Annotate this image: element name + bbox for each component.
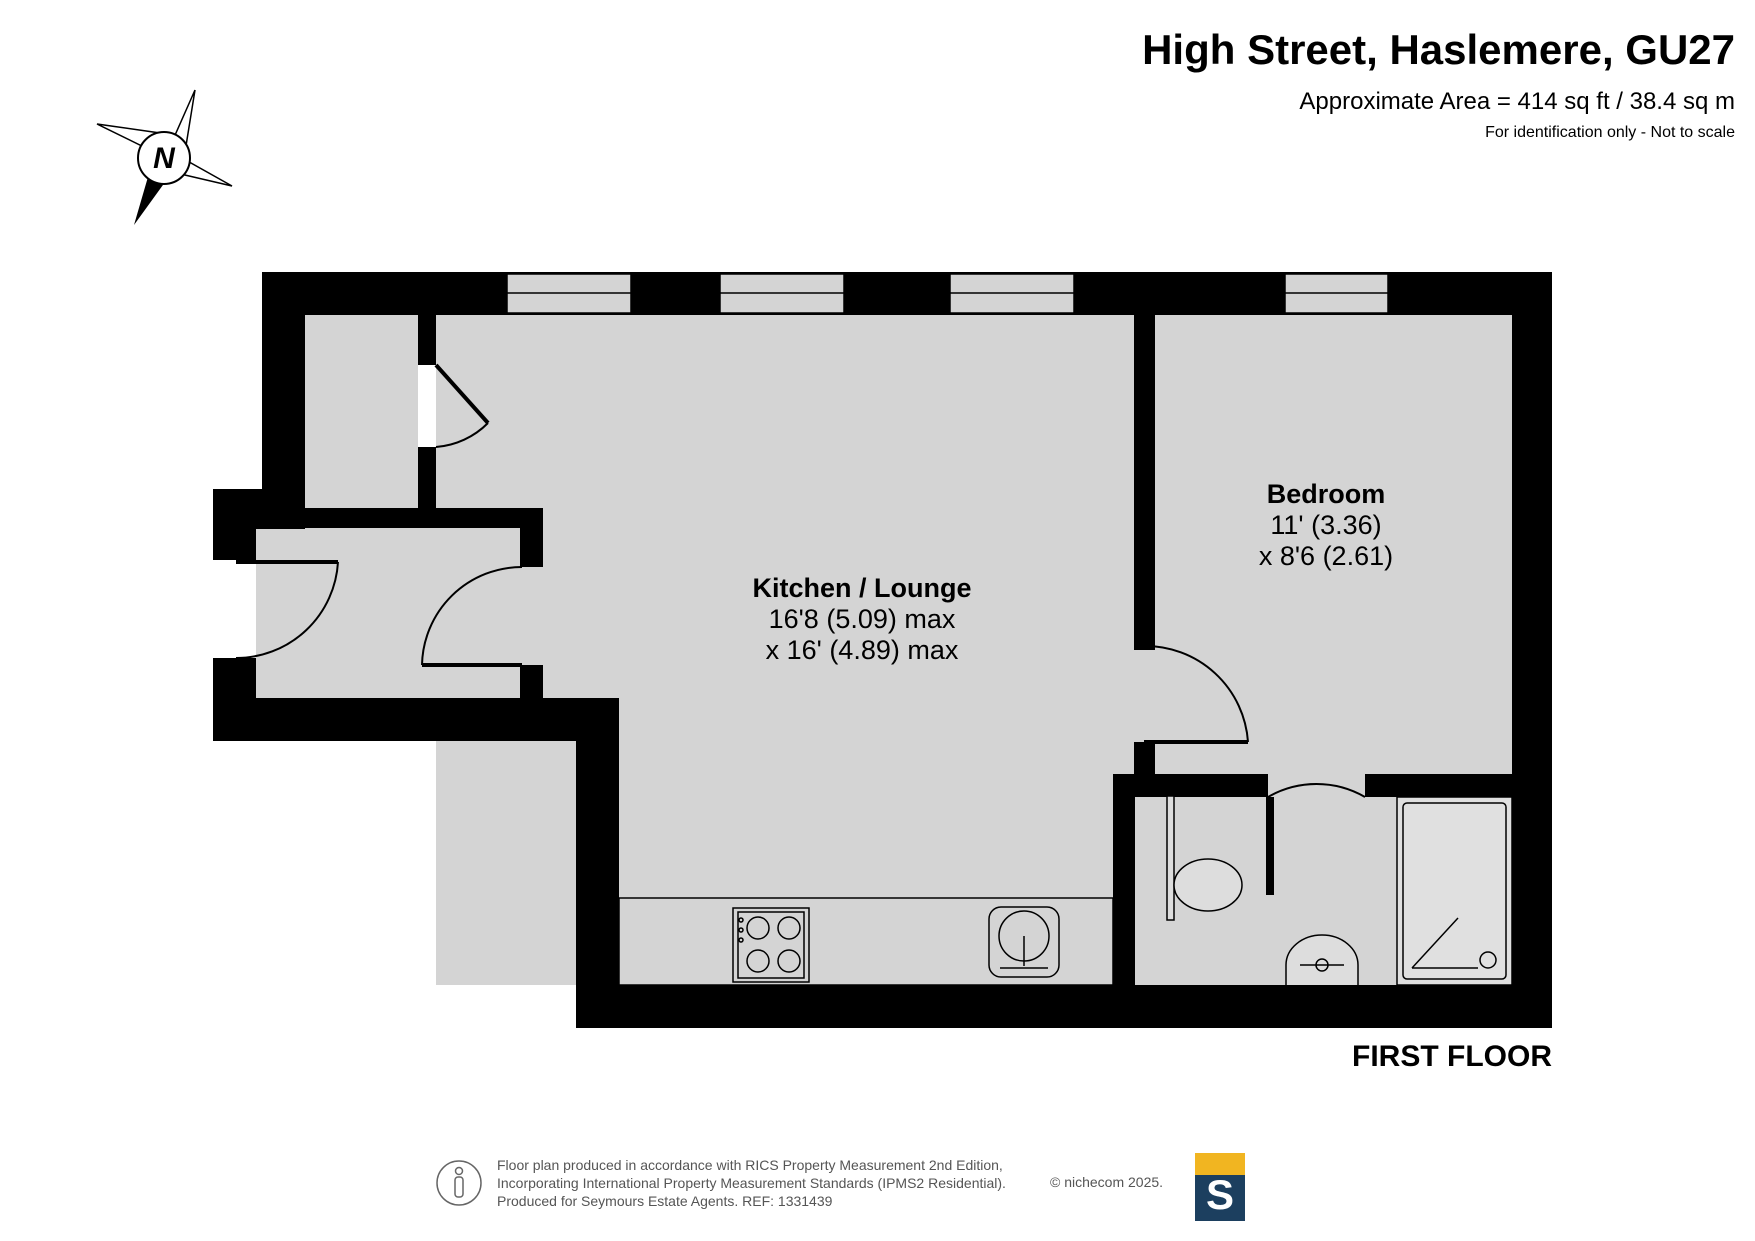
bedroom-dim-2: x 8'6 (2.61) [1259,541,1393,571]
approximate-area: Approximate Area = 414 sq ft / 38.4 sq m [1299,88,1735,115]
header: High Street, Haslemere, GU27 Approximate… [1142,24,1735,144]
property-title: High Street, Haslemere, GU27 [1142,26,1735,73]
bedroom-dim-1: 11' (3.36) [1270,510,1381,540]
footer-line-2: Incorporating International Property Mea… [497,1175,1006,1191]
doors [235,363,1366,895]
footer-line-3: Produced for Seymours Estate Agents. REF… [497,1193,833,1209]
compass-label: N [153,142,176,175]
footer-line-1: Floor plan produced in accordance with R… [497,1157,1003,1173]
floor-areas [256,315,1513,985]
footer-text: Floor plan produced in accordance with R… [497,1156,1006,1210]
windows [506,273,1389,314]
room-label-bedroom: Bedroom 11' (3.36) x 8'6 (2.61) [1259,479,1393,571]
footer: Floor plan produced in accordance with R… [435,1156,1006,1210]
compass-icon: N [96,89,233,225]
room-label-kitchen-lounge: Kitchen / Lounge 16'8 (5.09) max x 16' (… [753,573,972,665]
seymours-logo: S [1195,1153,1245,1221]
shower-tray-icon [1396,796,1513,986]
copyright: © nichecom 2025. [1050,1174,1164,1190]
person-icon [436,1160,482,1206]
bedroom-floor [1155,315,1513,775]
toilet-icon [1166,795,1243,921]
basin-icon [1285,934,1359,985]
sink-icon [988,906,1060,978]
hob-icon [732,907,810,983]
logo-letter: S [1206,1171,1234,1218]
bedroom-name: Bedroom [1267,479,1386,509]
kitchen-lounge-dim-1: 16'8 (5.09) max [769,604,956,634]
kitchen-worktop [618,897,1114,986]
kitchen-lounge-floor [436,315,1134,985]
scale-note: For identification only - Not to scale [1485,124,1735,141]
kitchen-lounge-dim-2: x 16' (4.89) max [766,635,959,665]
floor-label: FIRST FLOOR [1352,1040,1552,1073]
kitchen-lounge-name: Kitchen / Lounge [753,573,972,603]
